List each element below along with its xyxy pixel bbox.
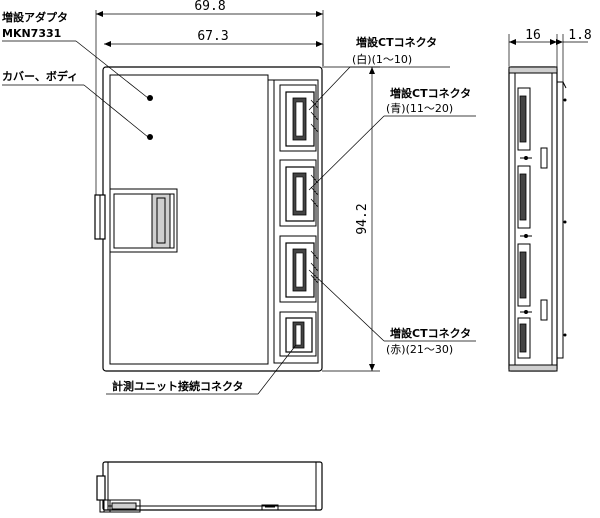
ct-red-title: 増設CTコネクタ: [390, 326, 471, 340]
meter-connector-label: 計測ユニット接続コネクタ: [112, 379, 244, 393]
front-view: [94, 66, 323, 372]
callout-ct-red: 増設CTコネクタ (赤)(21～30): [308, 269, 476, 356]
ct-blue-sub: (青)(11～20): [386, 102, 453, 115]
dim-depth-value: 16: [525, 28, 541, 43]
side-view: 16 1.8: [508, 28, 592, 372]
dim-height-value: 94.2: [355, 203, 370, 234]
ct-red-sub: (赤)(21～30): [386, 343, 453, 356]
ct-white-title: 増設CTコネクタ: [356, 35, 437, 49]
dim-height: 94.2: [322, 66, 380, 372]
bottom-view: [96, 461, 323, 513]
dim-body-width: 67.3: [104, 29, 324, 66]
callout-cover-body: カバー、ボディ: [2, 69, 149, 138]
adapter-model-label: MKN7331: [2, 27, 61, 40]
ct-blue-title: 増設CTコネクタ: [390, 86, 471, 100]
callout-ct-blue: 増設CTコネクタ (青)(11～20): [308, 86, 476, 191]
adapter-title-label: 増設アダプタ: [2, 10, 68, 24]
dim-overall-width-value: 69.8: [194, 0, 225, 14]
callout-meter-connector: 計測ユニット接続コネクタ: [106, 344, 297, 395]
dim-body-width-value: 67.3: [197, 29, 228, 44]
callout-adapter: 増設アダプタ MKN7331: [2, 10, 149, 99]
callout-ct-white: 増設CTコネクタ (白)(1～10): [308, 35, 450, 111]
cover-body-label: カバー、ボディ: [2, 69, 78, 83]
ct-white-sub: (白)(1～10): [352, 52, 412, 66]
dim-overall-width: 69.8: [95, 0, 324, 200]
dim-thickness-value: 1.8: [568, 28, 591, 43]
